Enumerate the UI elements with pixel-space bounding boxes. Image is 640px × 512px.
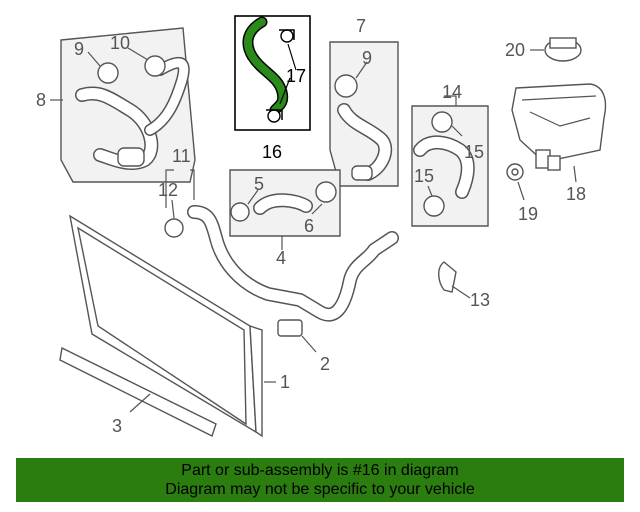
callout-15-upper: 15	[464, 142, 484, 162]
parts-diagram: 9 10 8 17 16 7 9 20	[36, 15, 607, 438]
callout-7: 7	[356, 16, 366, 36]
radiator	[59, 214, 317, 438]
callout-15-lower: 15	[414, 166, 434, 186]
callout-2: 2	[320, 354, 330, 374]
callout-8: 8	[36, 90, 46, 110]
hose-assembly-4	[229, 169, 341, 250]
callout-3: 3	[112, 416, 122, 436]
callout-18: 18	[566, 184, 586, 204]
lower-hose-11	[164, 169, 399, 322]
footer-line-1: Part or sub-assembly is #16 in diagram	[181, 462, 459, 479]
hose-assembly-16[interactable]	[234, 15, 311, 131]
callout-16: 16	[262, 142, 282, 162]
callout-11: 11	[172, 146, 191, 166]
bracket-13	[438, 261, 471, 299]
callout-17: 17	[286, 66, 306, 86]
footer-banner: Part or sub-assembly is #16 in diagram D…	[16, 458, 624, 502]
expansion-tank	[506, 37, 607, 201]
callout-5: 5	[254, 174, 264, 194]
callout-6: 6	[304, 216, 314, 236]
callout-12: 12	[158, 180, 178, 200]
hose-assembly-8	[50, 27, 196, 183]
callout-13: 13	[470, 290, 490, 310]
footer-line-2: Diagram may not be specific to your vehi…	[165, 481, 475, 498]
callout-1: 1	[280, 372, 290, 392]
hose-assembly-14	[411, 95, 489, 227]
hose-assembly-7	[329, 41, 399, 187]
callout-10: 10	[110, 33, 130, 53]
callout-4: 4	[276, 248, 286, 268]
callout-19: 19	[518, 204, 538, 224]
callout-9-box8: 9	[74, 39, 84, 59]
callout-9-box7: 9	[362, 48, 372, 68]
callout-14: 14	[442, 82, 462, 102]
callout-20: 20	[505, 40, 525, 60]
